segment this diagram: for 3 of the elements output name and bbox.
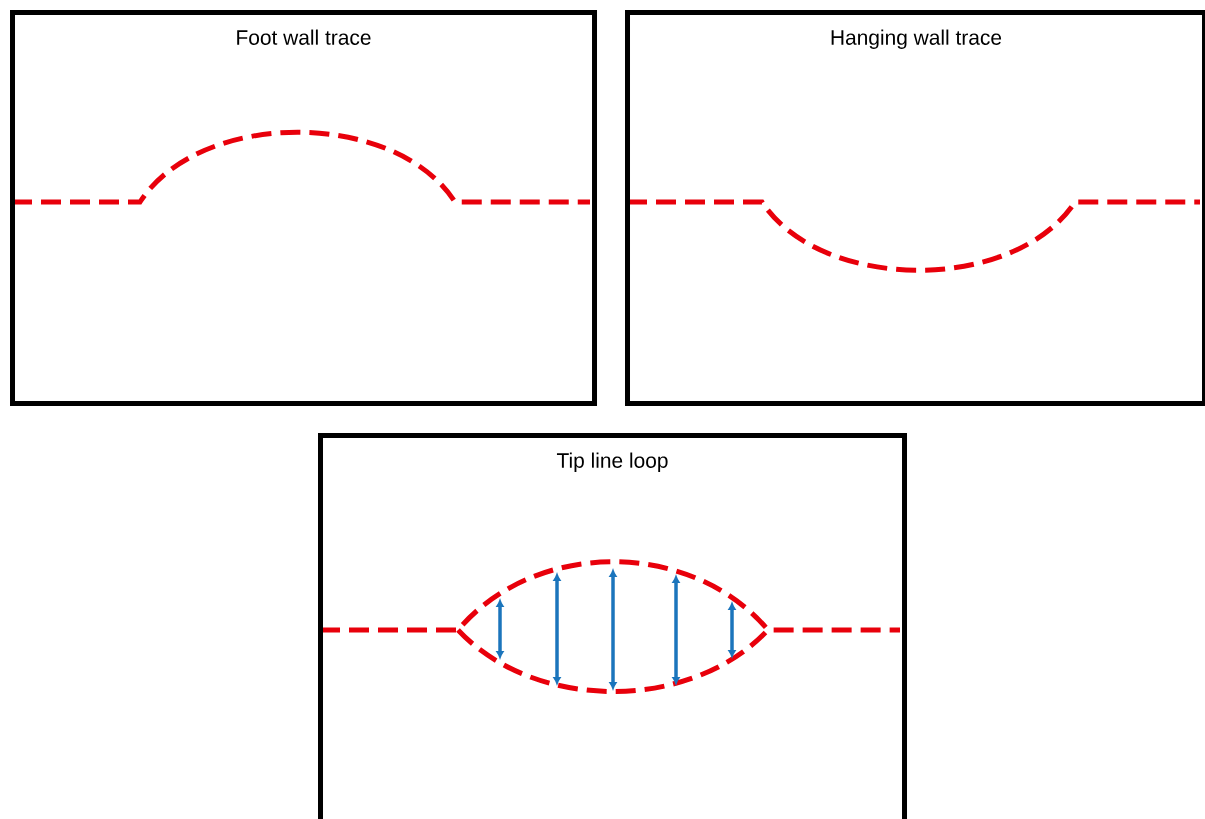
panel-box: Foot wall trace [10, 10, 597, 406]
panel-box: Hanging wall trace [625, 10, 1205, 406]
panel-box: Tip line loop [318, 433, 907, 819]
